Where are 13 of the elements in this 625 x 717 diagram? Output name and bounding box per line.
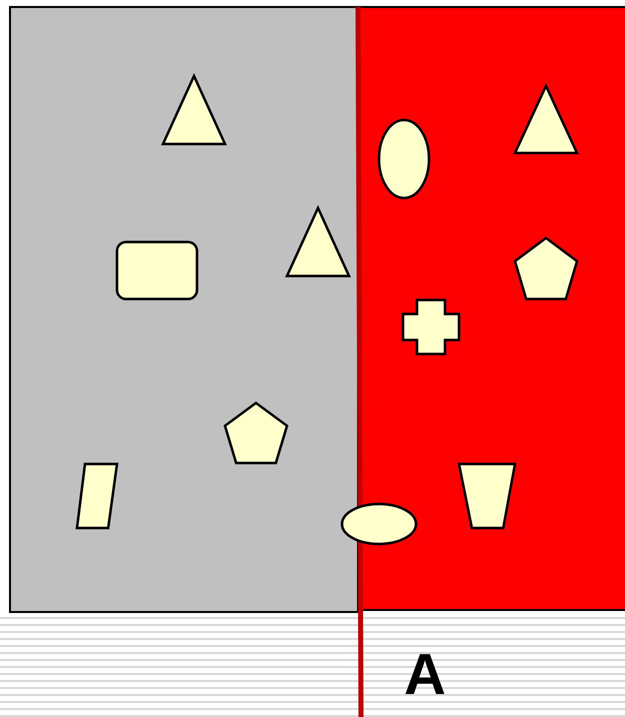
left-panel: [9, 6, 359, 613]
triangle: [513, 83, 579, 154]
triangle: [161, 72, 227, 146]
rounded-rectangle: [116, 240, 198, 300]
ellipse: [340, 502, 418, 546]
parallelogram: [76, 462, 118, 530]
region-label: A: [404, 646, 446, 704]
triangle: [285, 204, 351, 278]
ellipse: [378, 118, 430, 200]
pentagon: [224, 401, 288, 464]
pentagon: [514, 236, 578, 300]
cross: [402, 298, 460, 356]
trapezoid: [457, 462, 516, 530]
